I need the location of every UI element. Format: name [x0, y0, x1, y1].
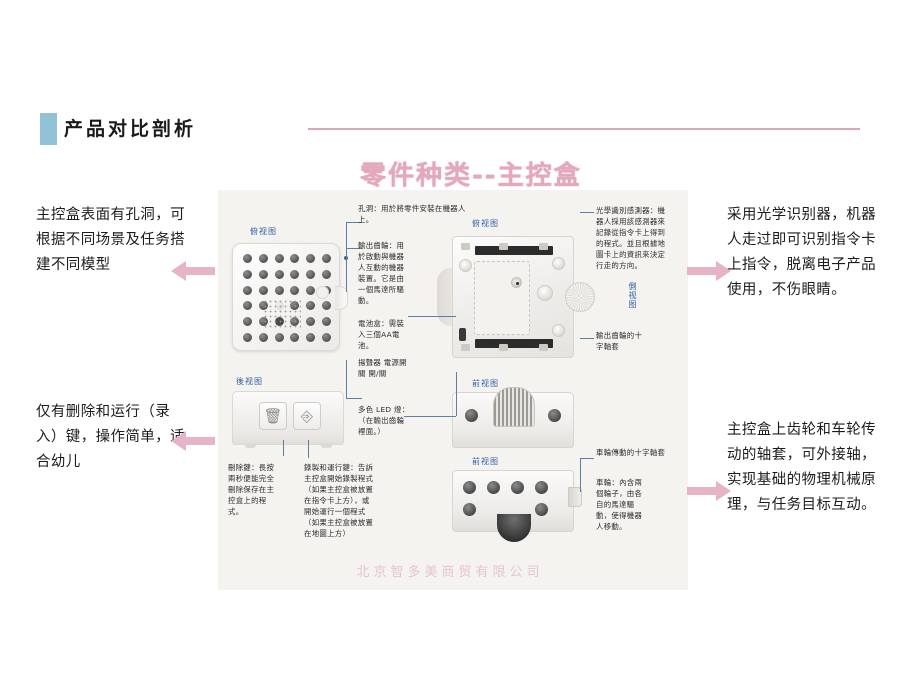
callout-right-2: 主控盒上齿轮和车轮传动的轴套，可外接轴，实现基础的物理机械原理，与任务目标互动。 — [727, 422, 876, 513]
annotation-delete-key: 刪除鍵：長按兩秒便能完全刪除保存在主控盒上的程式。 — [228, 463, 275, 516]
page-title: 产品对比剖析 — [64, 118, 197, 140]
board-view-housing — [452, 236, 574, 358]
annotation-wheels: 車輪：內含兩個輪子，由各自的馬達驅動，使得機器人移動。 — [596, 478, 643, 531]
view-label-side: 側视图 — [628, 282, 637, 309]
annotation-output-gear-axle: 輸出齒輪的十字軸套 — [596, 331, 643, 351]
annotation-wheel-axle: 車輪傳動的十字軸套 — [596, 448, 666, 457]
optical-sensor-lens — [511, 277, 522, 288]
drive-wheel — [497, 514, 531, 542]
view-label-front-2: 前视图 — [472, 457, 499, 466]
view-label-top-2: 俯视图 — [472, 219, 499, 228]
output-gear-nub — [335, 286, 348, 310]
contact-strip-top — [475, 246, 553, 255]
front-view-2-housing — [452, 470, 582, 542]
gear-wheel — [565, 282, 595, 312]
axle-socket — [537, 285, 553, 301]
footer-company: 北京智多美商贸有限公司 — [356, 565, 544, 580]
arrow-right-1-icon — [687, 261, 731, 281]
annotation-optical-sensor: 光學識別感測器：機器人採用該感測器來記錄從指令卡上得到的程式。並且根據地圖卡上的… — [596, 206, 666, 270]
power-switch[interactable] — [459, 328, 466, 341]
speaker-grille — [263, 299, 301, 329]
arrow-right-2-icon — [687, 481, 731, 501]
annotation-holes: 孔洞：用於將零件安裝在機器人上。 — [358, 204, 466, 224]
view-label-top: 俯视图 — [250, 227, 277, 236]
main-heading: 零件种类--主控盒 — [360, 161, 582, 191]
callout-right-1: 采用光学识别器，机器人走过即可识别指令卡上指令，脱离电子产品使用，不伤眼睛。 — [727, 207, 876, 298]
front-view-housing — [452, 387, 574, 448]
view-label-rear: 後视图 — [236, 377, 263, 386]
wheel-axle-cap — [568, 487, 582, 507]
section-accent-bar — [40, 113, 57, 145]
callout-left-2: 仅有删除和运行（录入）键，操作简单，适合幼儿 — [36, 404, 185, 470]
top-view-housing — [232, 243, 348, 351]
view-label-front: 前视图 — [472, 379, 499, 388]
battery-door — [474, 261, 530, 335]
annotation-battery-box: 電池盒：需裝入三個AA電池。 — [358, 319, 405, 350]
annotation-led: 多色 LED 燈：（在輸出齒輪裡面。） — [358, 405, 410, 436]
annotation-output-gear: 輸出齒輪：用於啟動與機器人互動的機器裝置。它是由一個馬達所驅動。 — [358, 241, 405, 305]
heading-divider — [308, 128, 860, 130]
output-gear-drum — [493, 387, 535, 427]
annotation-record-run-key: 錄製和運行鍵：告訴主控盒開始錄製程式（如果主控盒被放置在指令卡上方），或開始運行… — [304, 463, 374, 538]
rear-view-housing: 🗑 ⎆ — [232, 391, 344, 448]
record-run-button-icon[interactable]: ⎆ — [293, 402, 321, 430]
annotation-speaker-power: 揚聲器 電源開關 開/關 — [358, 358, 407, 378]
arrow-left-2-icon — [171, 431, 215, 451]
delete-button-icon[interactable]: 🗑 — [259, 402, 287, 430]
callout-left-1: 主控盒表面有孔洞，可根据不同场景及任务搭建不同模型 — [36, 207, 185, 273]
contact-strip-bottom — [475, 339, 553, 348]
arrow-left-1-icon — [171, 261, 215, 281]
top-ring-detail — [316, 286, 329, 299]
